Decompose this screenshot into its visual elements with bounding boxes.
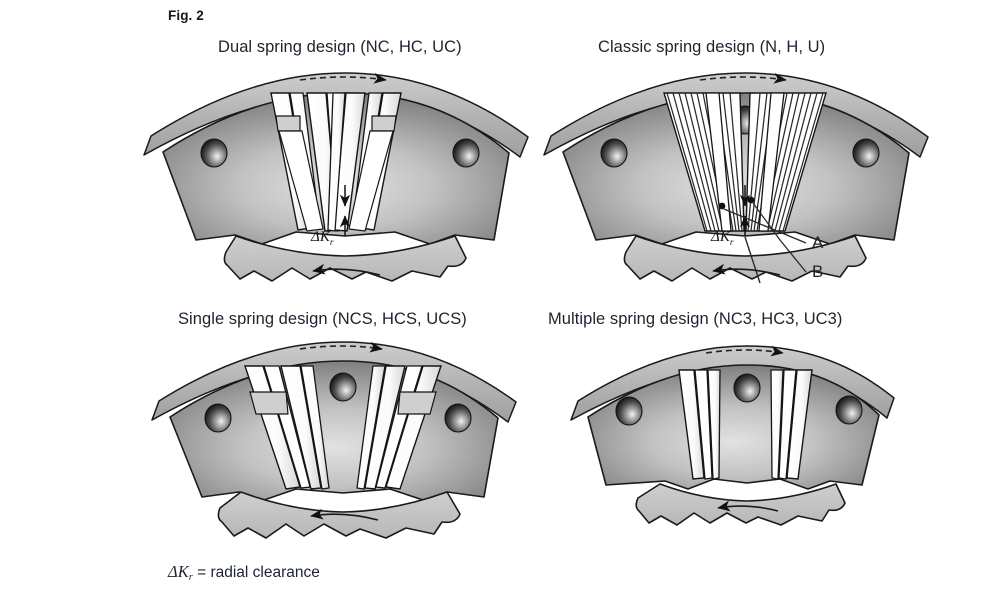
spring-pack-left [678, 369, 721, 480]
spring-pack-right [356, 365, 442, 490]
rotor-direction-arrow [717, 500, 779, 512]
callout-a: A [718, 202, 824, 252]
spring-pack-left [663, 92, 745, 232]
bolt [852, 138, 880, 168]
rotor [623, 235, 867, 282]
clearance-label: ΔKr [310, 229, 334, 248]
spring-pack-left [244, 365, 330, 490]
bolt [200, 138, 228, 168]
bolt [444, 403, 472, 433]
panel-classic: ΔKr A B [543, 72, 929, 284]
stator-direction-arrow [705, 345, 784, 357]
callout-b: B [747, 196, 823, 281]
panel-title-dual: Dual spring design (NC, HC, UC) [218, 38, 462, 56]
panel-title-multiple: Multiple spring design (NC3, HC3, UC3) [548, 310, 843, 328]
rotor [635, 483, 846, 526]
spring-pack-right [770, 369, 813, 480]
bolt [329, 372, 357, 402]
panel-single [151, 341, 517, 539]
rotor-direction-arrow [310, 508, 379, 521]
rotor [223, 235, 467, 282]
clearance-label: ΔKr [710, 229, 734, 248]
legend-radial-clearance: ΔKr = radial clearance [168, 562, 320, 583]
radial-clearance-indicator: ΔKr [310, 185, 351, 248]
bolt [835, 395, 863, 425]
legend-text: = radial clearance [192, 564, 320, 581]
rotor-direction-arrow [712, 263, 781, 276]
stator-direction-arrow [299, 341, 383, 353]
rotor-direction-arrow [312, 263, 381, 276]
panel-dual: ΔKr [143, 72, 529, 282]
panel-title-classic: Classic spring design (N, H, U) [598, 38, 826, 56]
stator-direction-arrow [299, 72, 387, 84]
callout-a-label: A [812, 233, 824, 252]
bolt [452, 138, 480, 168]
legend-symbol: ΔKr [168, 562, 193, 583]
figure-label: Fig. 2 [168, 8, 204, 23]
radial-clearance-indicator: ΔKr [710, 185, 751, 248]
bolt [615, 396, 643, 426]
bolt [600, 138, 628, 168]
callout-b-label: B [812, 262, 823, 281]
spring-pack-right [327, 92, 402, 232]
spring-pack-right [745, 92, 827, 232]
panel-title-single: Single spring design (NCS, HCS, UCS) [178, 310, 467, 328]
panel-multiple [570, 345, 895, 526]
bolt [733, 373, 761, 403]
stator-direction-arrow [699, 72, 787, 84]
bolt [204, 403, 232, 433]
